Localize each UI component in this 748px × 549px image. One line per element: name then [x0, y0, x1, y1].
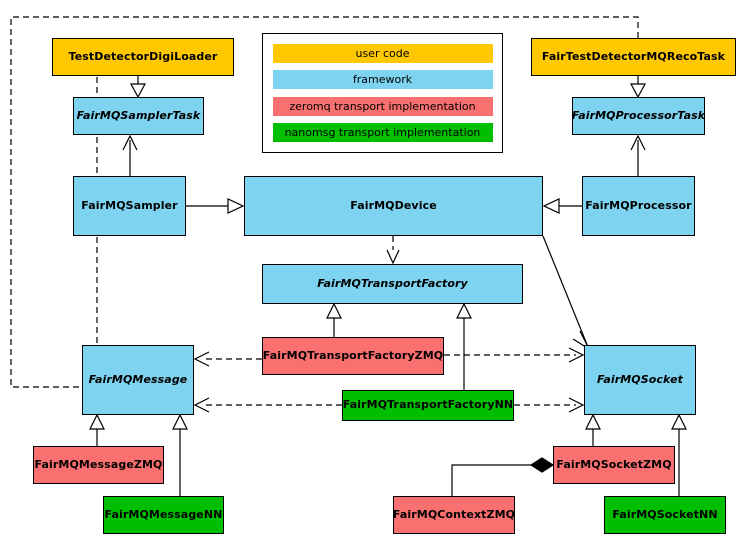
class-node-fairmqcontextzmq[interactable]: FairMQContextZMQ — [393, 496, 515, 534]
legend-item-framework: framework — [272, 70, 493, 90]
legend-item-nanomsg: nanomsg transport implementation — [272, 123, 493, 143]
class-node-label: FairTestDetectorMQRecoTask — [541, 49, 726, 63]
legend-label-zeromq: zeromq transport implementation — [289, 99, 476, 113]
legend: user code framework zeromq transport imp… — [262, 33, 503, 153]
edge-association-sampler-samplertask — [122, 134, 138, 176]
class-node-fairtestdetectormqrecotask[interactable]: FairTestDetectorMQRecoTask — [531, 38, 736, 76]
edge-generalization-socketzmq-socket — [585, 413, 601, 446]
edge-dependency-factoryzmq-message — [193, 351, 262, 367]
edge-generalization-messagezmq-message — [89, 413, 105, 446]
edge-dependency-device-transportfactory — [386, 236, 400, 265]
class-node-label: FairMQProcessorTask — [571, 108, 706, 122]
class-node-fairmqprocessortask[interactable]: FairMQProcessorTask — [572, 97, 705, 135]
class-node-testdetectordigiloader[interactable]: TestDetectorDigiLoader — [52, 38, 234, 76]
class-node-fairmqmessagezmq[interactable]: FairMQMessageZMQ — [33, 446, 164, 484]
class-node-fairmqsocketnn[interactable]: FairMQSocketNN — [604, 496, 726, 534]
legend-item-user-code: user code — [272, 43, 493, 63]
legend-label-user-code: user code — [355, 46, 410, 60]
edge-association-processor-processortask — [630, 134, 646, 176]
legend-item-zeromq: zeromq transport implementation — [272, 96, 493, 116]
class-node-fairmqtransportfactory[interactable]: FairMQTransportFactory — [262, 264, 523, 304]
class-node-fairmqsocket[interactable]: FairMQSocket — [584, 345, 696, 415]
class-node-label: FairMQSocketZMQ — [556, 457, 672, 471]
edge-generalization-factorynn-factory — [456, 302, 472, 390]
class-node-label: FairMQSocket — [596, 372, 683, 386]
class-node-label: TestDetectorDigiLoader — [68, 49, 218, 63]
class-node-fairmqsampler[interactable]: FairMQSampler — [73, 176, 186, 236]
legend-label-nanomsg: nanomsg transport implementation — [284, 126, 481, 140]
class-node-label: FairMQDevice — [350, 198, 437, 212]
edge-dependency-factorynn-message — [193, 397, 342, 413]
class-node-label: FairMQTransportFactoryZMQ — [262, 348, 444, 362]
class-node-fairmqmessagenn[interactable]: FairMQMessageNN — [103, 496, 224, 534]
edge-dependency-factorynn-socket — [514, 397, 585, 413]
class-node-label: FairMQMessageZMQ — [34, 457, 163, 471]
edge-generalization-factoryzmq-factory — [326, 302, 342, 337]
class-node-label: FairMQProcessor — [585, 198, 692, 212]
class-node-label: FairMQTransportFactory — [317, 276, 468, 290]
class-node-label: FairMQSamplerTask — [76, 108, 201, 122]
class-node-fairmqdevice[interactable]: FairMQDevice — [244, 176, 543, 236]
legend-label-framework: framework — [352, 73, 413, 87]
class-node-label: FairMQSampler — [81, 198, 178, 212]
class-node-fairmqsamplertask[interactable]: FairMQSamplerTask — [73, 97, 204, 135]
edge-generalization-digiloader-samplertask — [129, 76, 147, 99]
class-node-label: FairMQContextZMQ — [392, 507, 516, 521]
class-node-fairmqmessage[interactable]: FairMQMessage — [82, 345, 194, 415]
edge-composition-contextzmq-socketzmq — [451, 457, 555, 496]
class-node-fairmqsocketzmq[interactable]: FairMQSocketZMQ — [553, 446, 675, 484]
edge-association-device-socket — [542, 235, 591, 351]
edge-generalization-messagenn-message — [172, 413, 188, 496]
edge-generalization-recotask-processortask — [629, 76, 647, 99]
class-node-label: FairMQMessage — [88, 372, 188, 386]
class-node-fairmqtransportfactoryzmq[interactable]: FairMQTransportFactoryZMQ — [262, 337, 444, 375]
edge-generalization-processor-device — [542, 198, 582, 214]
class-node-fairmqtransportfactorynn[interactable]: FairMQTransportFactoryNN — [342, 390, 514, 421]
class-node-label: FairMQSocketNN — [612, 507, 718, 521]
class-node-fairmqprocessor[interactable]: FairMQProcessor — [582, 176, 695, 236]
class-node-label: FairMQTransportFactoryNN — [342, 398, 514, 412]
class-node-label: FairMQMessageNN — [104, 507, 223, 521]
edge-dependency-factoryzmq-socket — [444, 347, 585, 363]
edge-generalization-sampler-device — [186, 198, 245, 214]
